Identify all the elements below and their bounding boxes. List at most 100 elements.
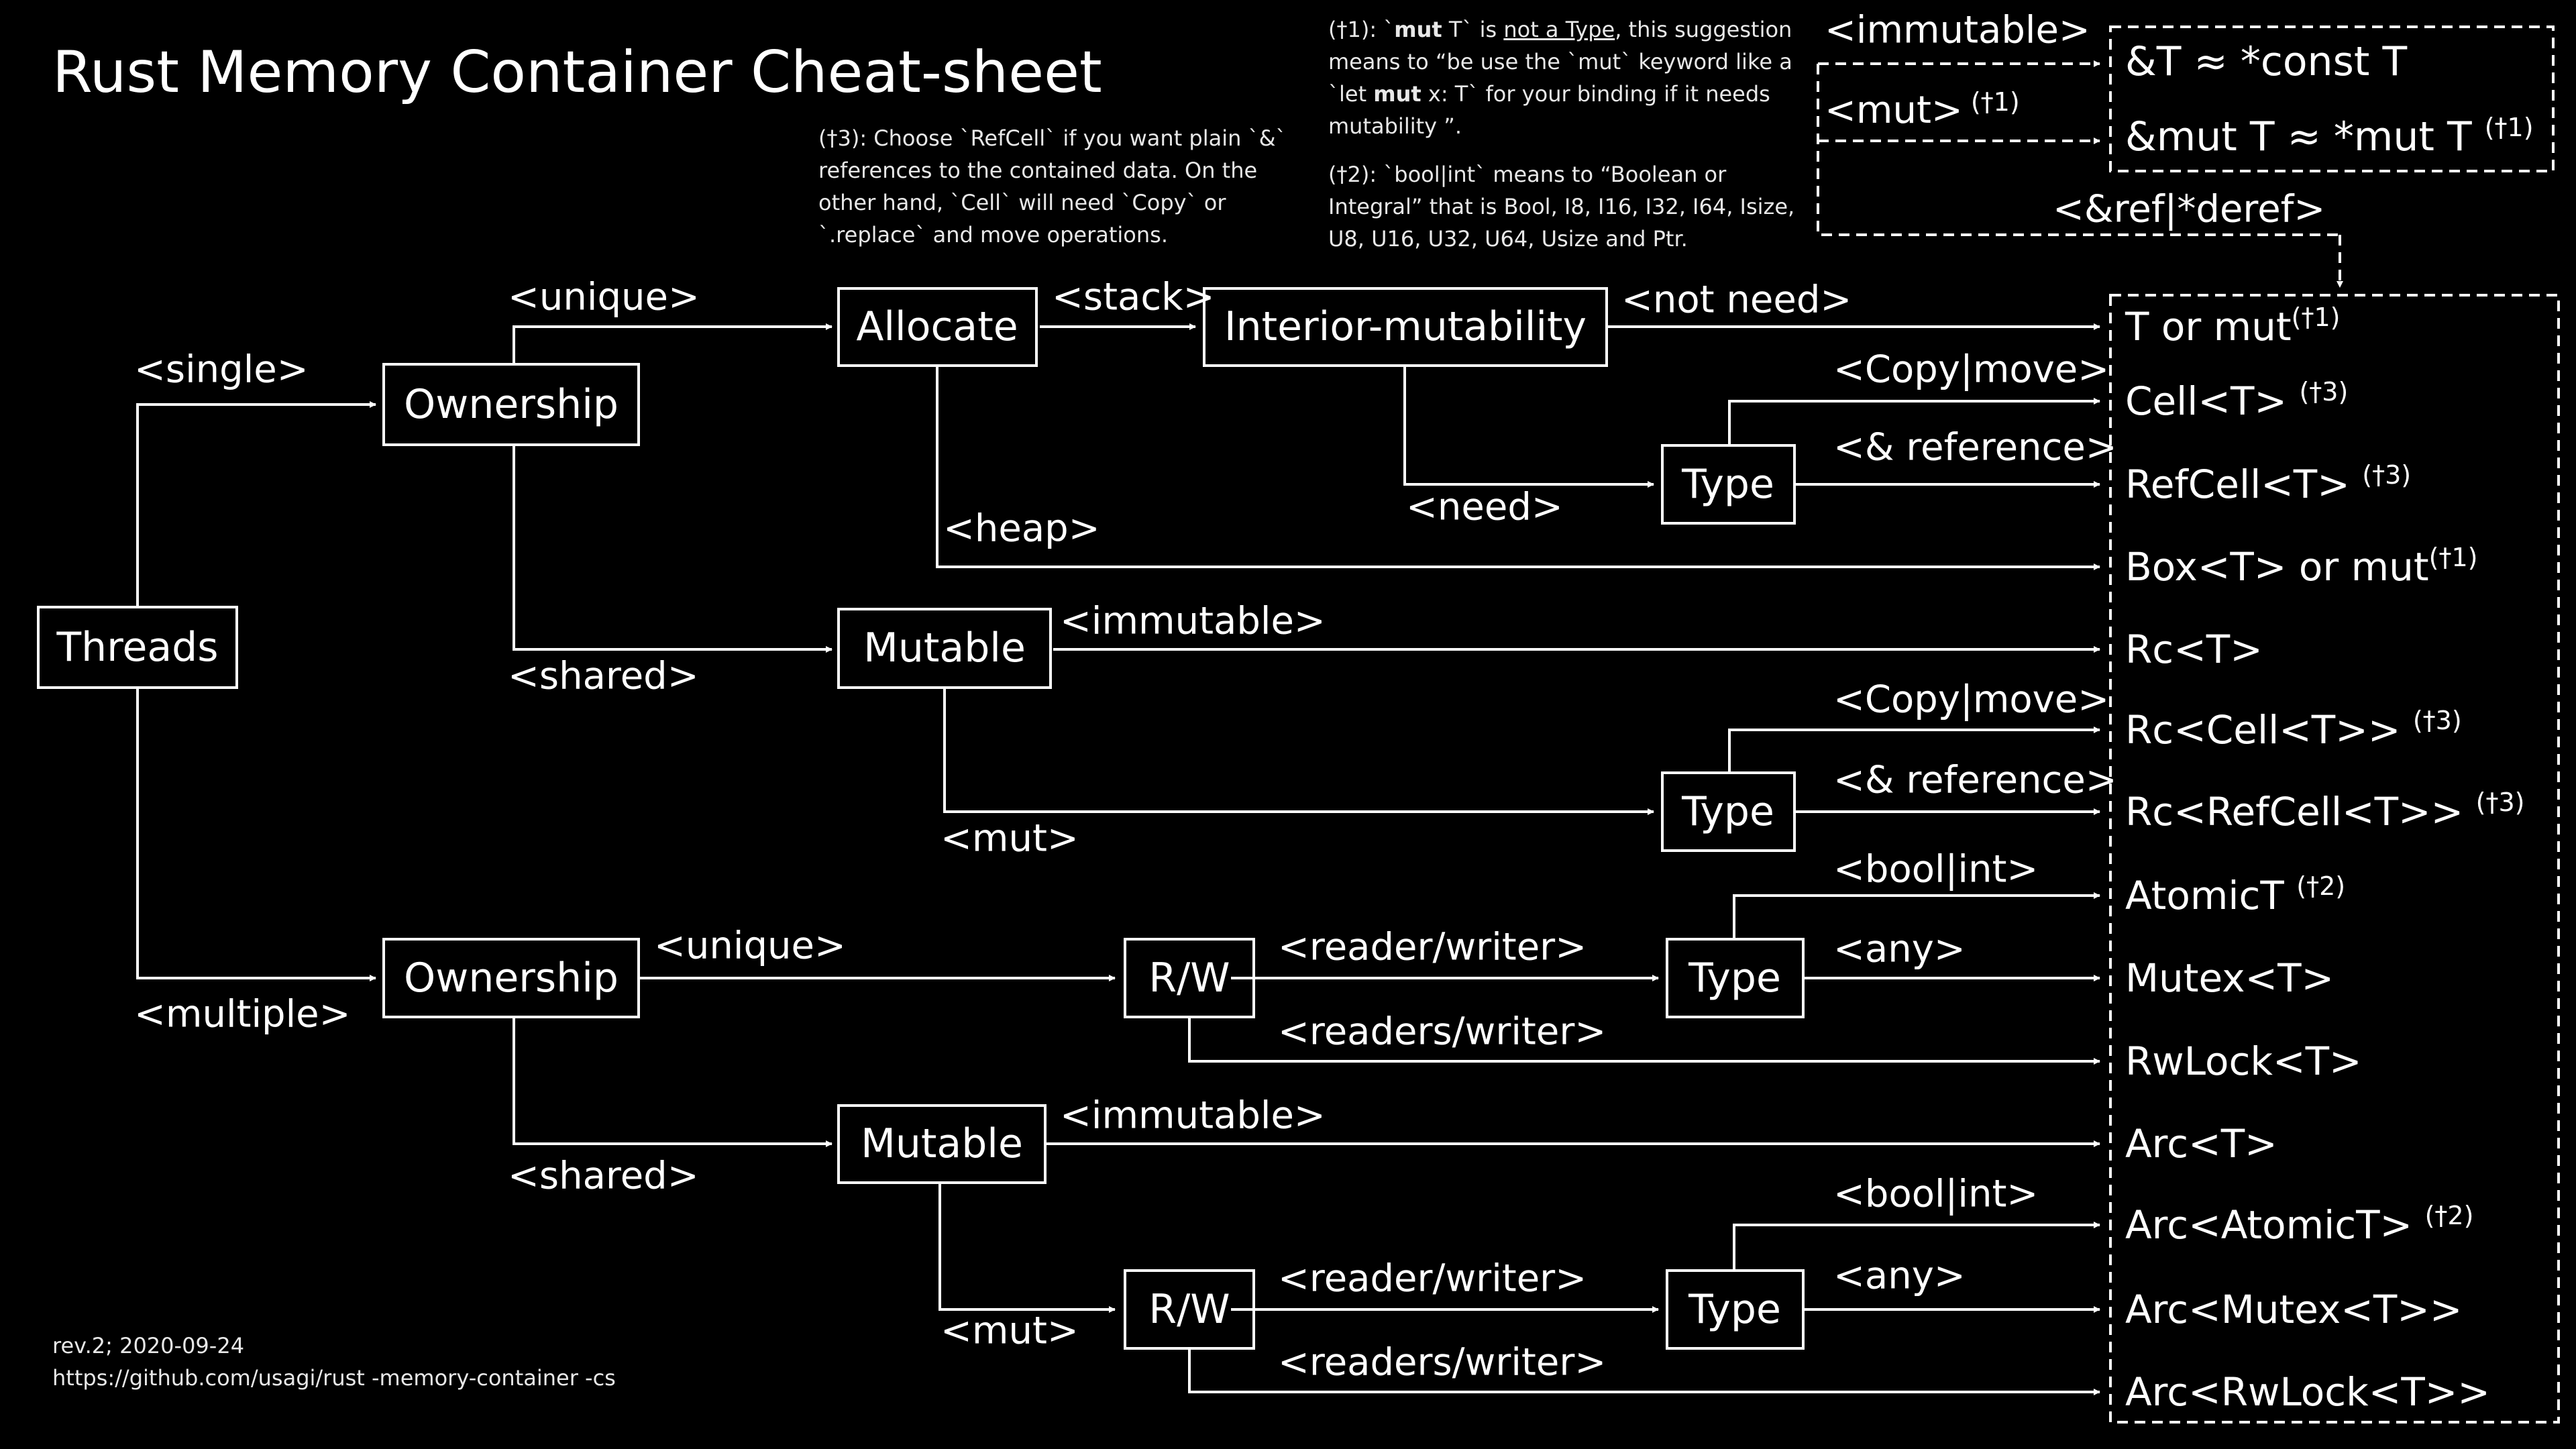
result-item: Arc<AtomicT> (†2) [2125, 1201, 2473, 1248]
result-item-text: AtomicT [2125, 873, 2296, 918]
edge-label-reader-writer: <reader/writer> [1278, 1257, 1587, 1301]
result-frame [2109, 294, 2560, 1424]
result-item: Arc<T> [2125, 1121, 2277, 1167]
connector [513, 445, 833, 653]
node-allocate: Allocate [856, 303, 1018, 350]
result-list: T or mut(†1) Cell<T> (†3) RefCell<T> (†3) B… [2125, 303, 2524, 1415]
edge-label-mut: <mut> [941, 1309, 1079, 1353]
edge-label-top-mut: <mut> (†1) [1825, 87, 2020, 132]
connector [513, 323, 833, 364]
type-interior-node [1661, 444, 1796, 525]
result-item: Arc<Mutex<T>> [2125, 1287, 2463, 1332]
result-item: Box<T> or mut(†1) [2125, 543, 2477, 590]
result-item-text: Rc<Cell<T>> [2125, 707, 2413, 753]
top-result-item-footnote: (†1) [2485, 113, 2534, 142]
result-item: RefCell<T> (†3) [2125, 460, 2411, 507]
node-mutable-single: Mutable [863, 625, 1026, 672]
footnote-t1: (†1): `mut T` is not a Type, this sugges… [1328, 13, 1798, 142]
node-interior-mutability: Interior-mutability [1224, 303, 1587, 350]
edge-label-immutable: <immutable> [1060, 600, 1326, 643]
edge-label-shared: <shared> [508, 655, 699, 698]
top-result-list: &T ≈ *const T&mut T ≈ *mut T (†1) [2125, 38, 2534, 160]
result-item-footnote: (†2) [2296, 871, 2345, 901]
edge-label-need: <need> [1406, 486, 1563, 529]
result-item-text: Rc<RefCell<T>> [2125, 789, 2476, 835]
interior-mutability-node [1203, 287, 1608, 367]
edge-label-heap: <heap> [943, 507, 1100, 551]
result-item-footnote: (†3) [2476, 788, 2525, 817]
edge-label-unique: <unique> [654, 924, 846, 968]
result-item: Mutex<T> [2125, 955, 2334, 1001]
edge-label-bool-int: <bool|int> [1833, 848, 2038, 892]
ownership-multiple-node [382, 938, 640, 1018]
edge-label-readers-writer: <readers/writer> [1278, 1341, 1606, 1385]
node-ownership-multiple: Ownership [404, 955, 619, 1002]
connector [1188, 1348, 2100, 1395]
node-type: Type [1681, 788, 1774, 835]
mutable-single-node [837, 608, 1052, 689]
ownership-single-node [382, 363, 640, 446]
footnote-t1-part: T` is [1442, 17, 1504, 42]
threads-node [37, 606, 238, 689]
type-rw-unique-node [1666, 938, 1805, 1018]
connector [1188, 1017, 2100, 1065]
result-item: Rc<Cell<T>> (†3) [2125, 706, 2462, 753]
page-title: Rust Memory Container Cheat-sheet [52, 39, 1102, 106]
top-result-frame [2109, 25, 2555, 172]
connector [943, 688, 1654, 815]
revision-text: rev.2; 2020-09-24 [52, 1333, 245, 1358]
footnote-t1-mut: mut [1394, 17, 1442, 42]
result-item-text: Arc<Mutex<T>> [2125, 1287, 2463, 1332]
result-item: Rc<T> [2125, 627, 2263, 672]
edge-label-immutable: <immutable> [1060, 1094, 1326, 1138]
footnote-t1-part: x: T` for your binding if it needs mutab… [1328, 81, 1770, 139]
footnote-t1-part: , this suggestion means to “be use the `… [1328, 17, 1792, 107]
edge-label-unique: <unique> [508, 276, 700, 319]
result-item-text: RwLock<T> [2125, 1038, 2362, 1084]
result-item-text: Cell<T> [2125, 378, 2299, 424]
connector [1728, 398, 2100, 445]
result-item: Cell<T> (†3) [2125, 377, 2348, 424]
edge-label-top-mut-sup: (†1) [1971, 87, 2020, 117]
result-item: T or mut(†1) [2125, 303, 2340, 350]
edge-label-mut: <mut> [941, 817, 1079, 861]
repository-url: https://github.com/usagi/rust -memory-co… [52, 1365, 616, 1391]
result-item-footnote: (†1) [2292, 303, 2341, 332]
edge-label-single: <single> [134, 348, 309, 392]
edge-label-not-need: <not need> [1621, 278, 1851, 322]
result-item-footnote: (†2) [2425, 1201, 2474, 1230]
node-rw-unique: R/W [1148, 955, 1230, 1002]
result-item-text: Arc<RwLock<T>> [2125, 1369, 2490, 1415]
connector [136, 688, 376, 981]
node-ownership-single: Ownership [404, 381, 619, 428]
footnote-t2: (†2): `bool|int` means to “Boolean or In… [1328, 162, 1795, 252]
node-type: Type [1681, 461, 1774, 508]
edge-label-bool-int: <bool|int> [1833, 1173, 2038, 1216]
edge-label-any: <any> [1833, 928, 1966, 971]
connector [1403, 366, 1654, 488]
connector [136, 401, 376, 607]
node-rw-shared: R/W [1148, 1286, 1230, 1333]
rw-shared-node [1124, 1269, 1255, 1350]
edge-label-top-mut-text: <mut> [1825, 89, 1963, 132]
footnote-t1-mut: mut [1373, 81, 1421, 107]
result-item: Rc<RefCell<T>> (†3) [2125, 788, 2524, 835]
result-item-footnote: (†1) [2429, 543, 2478, 572]
edge-label-reader-writer: <reader/writer> [1278, 926, 1587, 969]
top-result-item: &T ≈ *const T [2125, 38, 2407, 85]
connector [1728, 727, 2100, 773]
footer: rev.2; 2020-09-24 https://github.com/usa… [52, 1330, 616, 1394]
result-item-footnote: (†3) [2413, 706, 2462, 735]
node-mutable-multiple: Mutable [861, 1120, 1023, 1167]
rw-unique-node [1124, 938, 1255, 1018]
result-item-text: RefCell<T> [2125, 462, 2362, 507]
result-item-text: Mutex<T> [2125, 955, 2334, 1001]
result-item: RwLock<T> [2125, 1038, 2362, 1084]
footnote-t1-not-a-type: not a Type [1503, 17, 1615, 42]
edge-label-top-immutable: <immutable> [1825, 9, 2090, 52]
edge-label-multiple: <multiple> [134, 993, 351, 1036]
edge-label-shared: <shared> [508, 1155, 699, 1198]
top-result-item-text: &T ≈ *const T [2125, 38, 2407, 85]
top-result-item: &mut T ≈ *mut T (†1) [2125, 113, 2534, 160]
